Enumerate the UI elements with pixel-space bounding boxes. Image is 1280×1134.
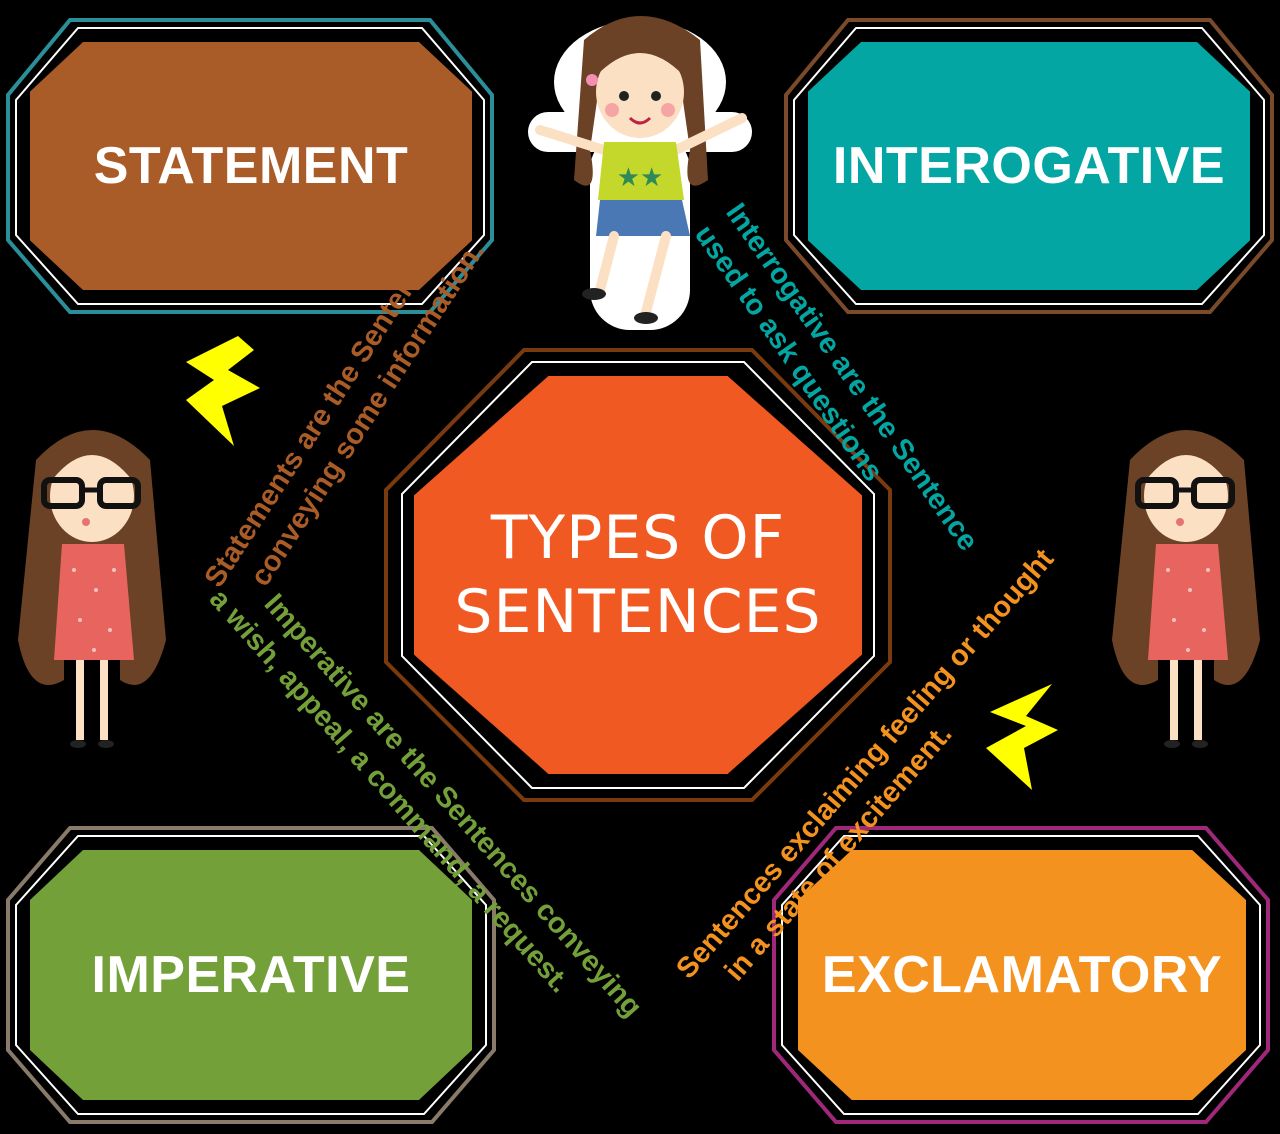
center-title-line1: TYPES OF xyxy=(490,503,786,573)
svg-text:★★: ★★ xyxy=(617,162,664,192)
interrogative-label: INTEROGATIVE xyxy=(832,137,1226,195)
center-frame xyxy=(384,348,892,802)
exclamatory-label: EXCLAMATORY xyxy=(821,946,1223,1004)
interrogative-frame xyxy=(784,18,1274,314)
exclamatory-frame xyxy=(772,826,1270,1124)
imperative-box: IMPERATIVE xyxy=(30,850,472,1100)
girl-glasses-right-icon xyxy=(1112,430,1260,748)
lightning-bolt-icon xyxy=(186,336,260,446)
statement-frame xyxy=(6,18,494,314)
imperative-label: IMPERATIVE xyxy=(91,946,411,1004)
center-title: TYPES OF SENTENCES xyxy=(454,501,821,649)
exclamatory-box: EXCLAMATORY xyxy=(798,850,1246,1100)
lightning-bolt-icon xyxy=(986,684,1058,790)
girl-glasses-left-icon xyxy=(18,430,166,748)
interrogative-box: INTEROGATIVE xyxy=(808,42,1250,290)
girl-jumping-icon: ★★ xyxy=(528,16,752,330)
statement-box: STATEMENT xyxy=(30,42,472,290)
imperative-frame xyxy=(6,826,496,1124)
center-octagon: TYPES OF SENTENCES xyxy=(414,376,862,774)
center-title-line2: SENTENCES xyxy=(454,577,822,647)
statement-label: STATEMENT xyxy=(93,137,409,195)
